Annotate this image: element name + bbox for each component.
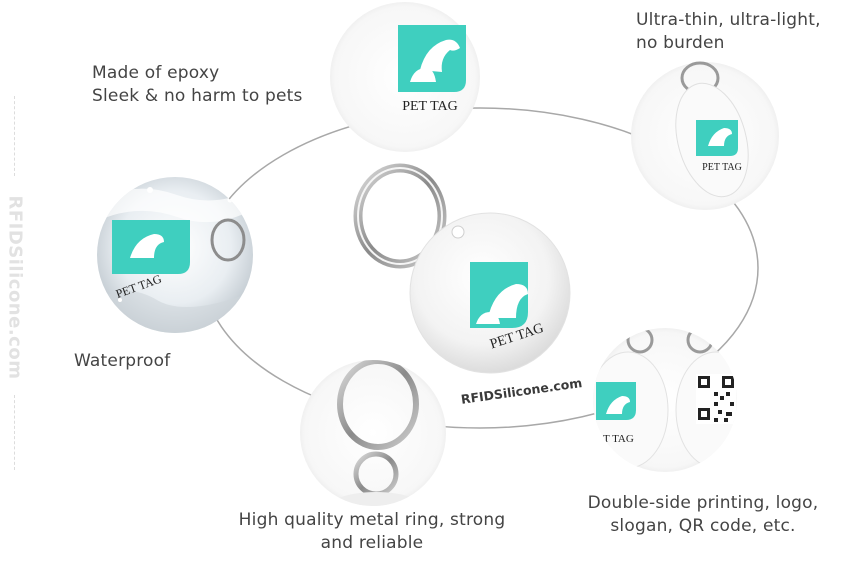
caption-epoxy: Made of epoxy Sleek & no harm to pets <box>92 62 303 108</box>
main-tag: PET TAG <box>353 163 571 374</box>
tag-text: PET TAG <box>402 99 458 114</box>
tag-text: PET TAG <box>590 433 634 445</box>
caption-metal-ring: High quality metal ring, strong and reli… <box>200 509 544 555</box>
double-side-circle: PET TAG <box>590 328 737 472</box>
caption-thin-line1: Ultra-thin, ultra-light, <box>636 10 821 30</box>
caption-thin: Ultra-thin, ultra-light, no burden <box>636 9 821 55</box>
metal-ring-circle <box>300 360 446 506</box>
thin-circle: PET TAG <box>631 61 779 210</box>
caption-thin-line2: no burden <box>636 33 725 53</box>
side-divider-bottom <box>14 395 16 470</box>
caption-epoxy-line1: Made of epoxy <box>92 63 220 83</box>
caption-ring-line2: and reliable <box>320 533 424 553</box>
tag-text: PET TAG <box>702 162 742 173</box>
caption-print-line2: slogan, QR code, etc. <box>610 516 796 536</box>
caption-waterproof: Waterproof <box>74 351 171 371</box>
caption-double-side: Double-side printing, logo, slogan, QR c… <box>578 492 828 538</box>
caption-print-line1: Double-side printing, logo, <box>587 493 819 513</box>
caption-epoxy-line2: Sleek & no harm to pets <box>92 86 303 106</box>
epoxy-circle: PET TAG <box>330 2 480 152</box>
caption-ring-line1: High quality metal ring, strong <box>238 510 506 530</box>
waterproof-circle: PET TAG <box>97 177 253 333</box>
side-divider-top <box>14 96 16 176</box>
